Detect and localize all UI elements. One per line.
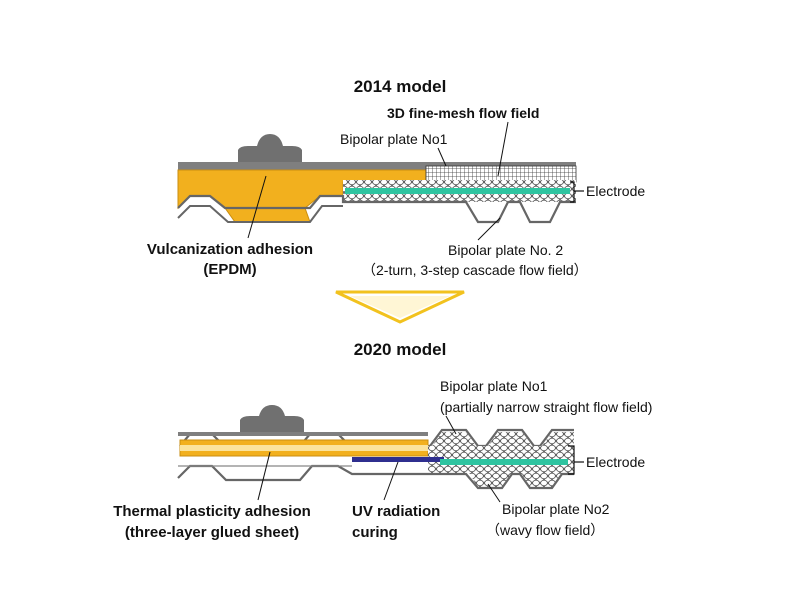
electrode-bracket-2014 xyxy=(570,181,575,203)
electrode-bracket-2020 xyxy=(568,445,575,475)
bipolar-plate-2-2020 xyxy=(177,464,574,490)
label-adhesion-2014-l2: (EPDM) xyxy=(203,261,256,278)
fine-mesh-flow-field xyxy=(425,165,577,183)
gasket-2014 xyxy=(238,134,302,162)
model-2014: 2014 model 3D fine-mesh flow field Bipol… xyxy=(147,77,645,278)
label-adhesion-2020-l1: Thermal plasticity adhesion xyxy=(113,503,311,520)
electrode-2014 xyxy=(345,188,570,194)
label-plate1-2014: Bipolar plate No1 xyxy=(340,131,448,147)
label-adhesion-2014-l1: Vulcanization adhesion xyxy=(147,241,313,258)
gasket-2020 xyxy=(240,405,304,432)
label-adhesion-2020-l2: (three-layer glued sheet) xyxy=(125,524,299,541)
label-plate1-desc-2020: (partially narrow straight flow field) xyxy=(440,399,652,415)
label-uv-l1: UV radiation xyxy=(352,503,440,520)
label-plate1-2020: Bipolar plate No1 xyxy=(440,378,548,394)
transition-arrow xyxy=(335,290,465,324)
bipolar-plate-2-2014-lower xyxy=(177,205,343,223)
electrode-2020 xyxy=(440,459,568,465)
label-plate2-2014: Bipolar plate No. 2 xyxy=(448,242,563,258)
bipolar-plate-2-2014 xyxy=(177,194,576,224)
label-plate2-desc-2014: （2-turn, 3-step cascade flow field） xyxy=(362,262,588,278)
label-uv-l2: curing xyxy=(352,524,398,541)
label-plate2-2020: Bipolar plate No2 xyxy=(502,501,610,517)
label-plate2-desc-2020: （wavy flow field） xyxy=(486,522,604,538)
model-2020-title: 2020 model xyxy=(354,340,447,359)
label-electrode-2020: Electrode xyxy=(586,454,645,470)
uv-cured-layer xyxy=(352,457,444,462)
bipolar-plate-1-2014 xyxy=(178,162,576,170)
model-2020: 2020 model Bipolar plate No1 (partially … xyxy=(113,340,652,541)
label-electrode-2014: Electrode xyxy=(586,183,645,199)
label-flow-field: 3D fine-mesh flow field xyxy=(387,105,539,121)
model-2014-title: 2014 model xyxy=(354,77,447,96)
